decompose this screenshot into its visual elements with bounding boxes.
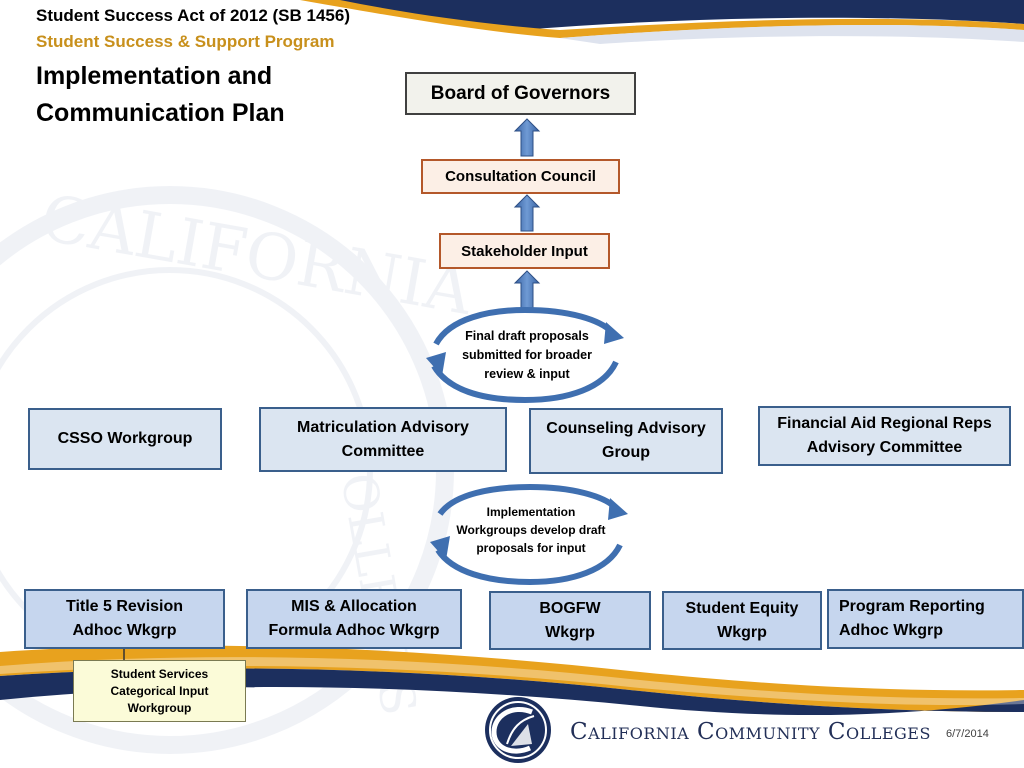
header-act-title: Student Success Act of 2012 (SB 1456) xyxy=(36,6,350,25)
board-of-governors-box: Board of Governors xyxy=(405,72,636,115)
cycle-arrow-bottom xyxy=(435,483,623,586)
committee-box-csso: CSSO Workgroup xyxy=(28,408,222,470)
consultation-council-box: Consultation Council xyxy=(421,159,620,194)
page-title-line: Communication Plan xyxy=(36,99,285,127)
workgroup-label: Adhoc Wkgrp xyxy=(839,622,943,639)
arrow-up-to-stakeholder xyxy=(513,270,541,310)
committee-label: Financial Aid Regional Reps xyxy=(777,415,992,432)
workgroup-box-title5: Title 5 Revision Adhoc Wkgrp xyxy=(24,589,225,649)
committee-label: Counseling Advisory xyxy=(546,420,706,437)
committee-label: Matriculation Advisory xyxy=(297,418,469,436)
footer-date: 6/7/2014 xyxy=(946,728,989,740)
workgroup-box-program-reporting: Program Reporting Adhoc Wkgrp xyxy=(827,589,1024,649)
committee-box-matriculation: Matriculation Advisory Committee xyxy=(259,407,507,472)
cycle-label-line: submitted for broader xyxy=(462,348,592,362)
footer-org-name: California Community Colleges xyxy=(570,719,931,745)
stakeholder-input-box: Stakeholder Input xyxy=(439,233,610,269)
workgroup-label: BOGFW xyxy=(539,599,601,617)
page-title-line: Implementation and xyxy=(36,62,273,90)
cycle-label-implementation: Implementation Workgroups develop draft … xyxy=(446,503,616,557)
ccc-logo-icon xyxy=(485,697,551,763)
arrow-up-to-board xyxy=(513,118,541,157)
workgroup-label: Program Reporting xyxy=(839,598,985,615)
workgroup-box-student-equity: Student Equity Wkgrp xyxy=(662,591,822,650)
subgroup-label: Categorical Input xyxy=(110,683,209,698)
workgroup-box-bogfw: BOGFW Wkgrp xyxy=(489,591,651,650)
bottom-gold-band xyxy=(0,645,1024,712)
committee-label: Committee xyxy=(341,442,425,460)
header-program-name: Student Success & Support Program xyxy=(36,32,335,51)
cycle-label-final-draft: Final draft proposals submitted for broa… xyxy=(447,327,607,384)
cycle-arrow-top xyxy=(431,306,619,404)
arrow-up-to-consultation xyxy=(513,194,541,232)
top-gold-stripe xyxy=(300,0,1024,38)
cycle-label-line: Implementation xyxy=(486,505,576,519)
workgroup-label: MIS & Allocation xyxy=(291,598,417,615)
workgroup-label: Title 5 Revision xyxy=(65,598,184,615)
committee-label: Group xyxy=(602,444,650,461)
workgroup-label: Formula Adhoc Wkgrp xyxy=(268,622,440,639)
bottom-navy-band xyxy=(0,668,1024,716)
committee-label: Advisory Committee xyxy=(806,439,963,456)
workgroup-label: Wkgrp xyxy=(717,623,767,641)
page-title: Implementation and Communication Plan xyxy=(36,58,376,132)
workgroup-label: Adhoc Wkgrp xyxy=(72,622,177,639)
subgroup-label: Workgroup xyxy=(127,700,192,715)
workgroup-label: Student Equity xyxy=(685,599,799,617)
workgroup-label: Wkgrp xyxy=(545,623,595,641)
committee-box-counseling: Counseling Advisory Group xyxy=(529,408,723,474)
cycle-label-line: review & input xyxy=(484,367,570,381)
cycle-label-line: Final draft proposals xyxy=(465,329,589,343)
workgroup-box-mis-allocation: MIS & Allocation Formula Adhoc Wkgrp xyxy=(246,589,462,649)
cycle-label-line: Workgroups develop draft xyxy=(456,523,606,537)
top-navy-band xyxy=(330,0,1024,30)
subgroup-label: Student Services xyxy=(110,666,209,681)
committee-label: CSSO Workgroup xyxy=(57,430,193,447)
cycle-label-line: proposals for input xyxy=(476,541,586,555)
committee-box-financial-aid: Financial Aid Regional Reps Advisory Com… xyxy=(758,406,1011,466)
subgroup-box-student-services: Student Services Categorical Input Workg… xyxy=(73,660,246,722)
